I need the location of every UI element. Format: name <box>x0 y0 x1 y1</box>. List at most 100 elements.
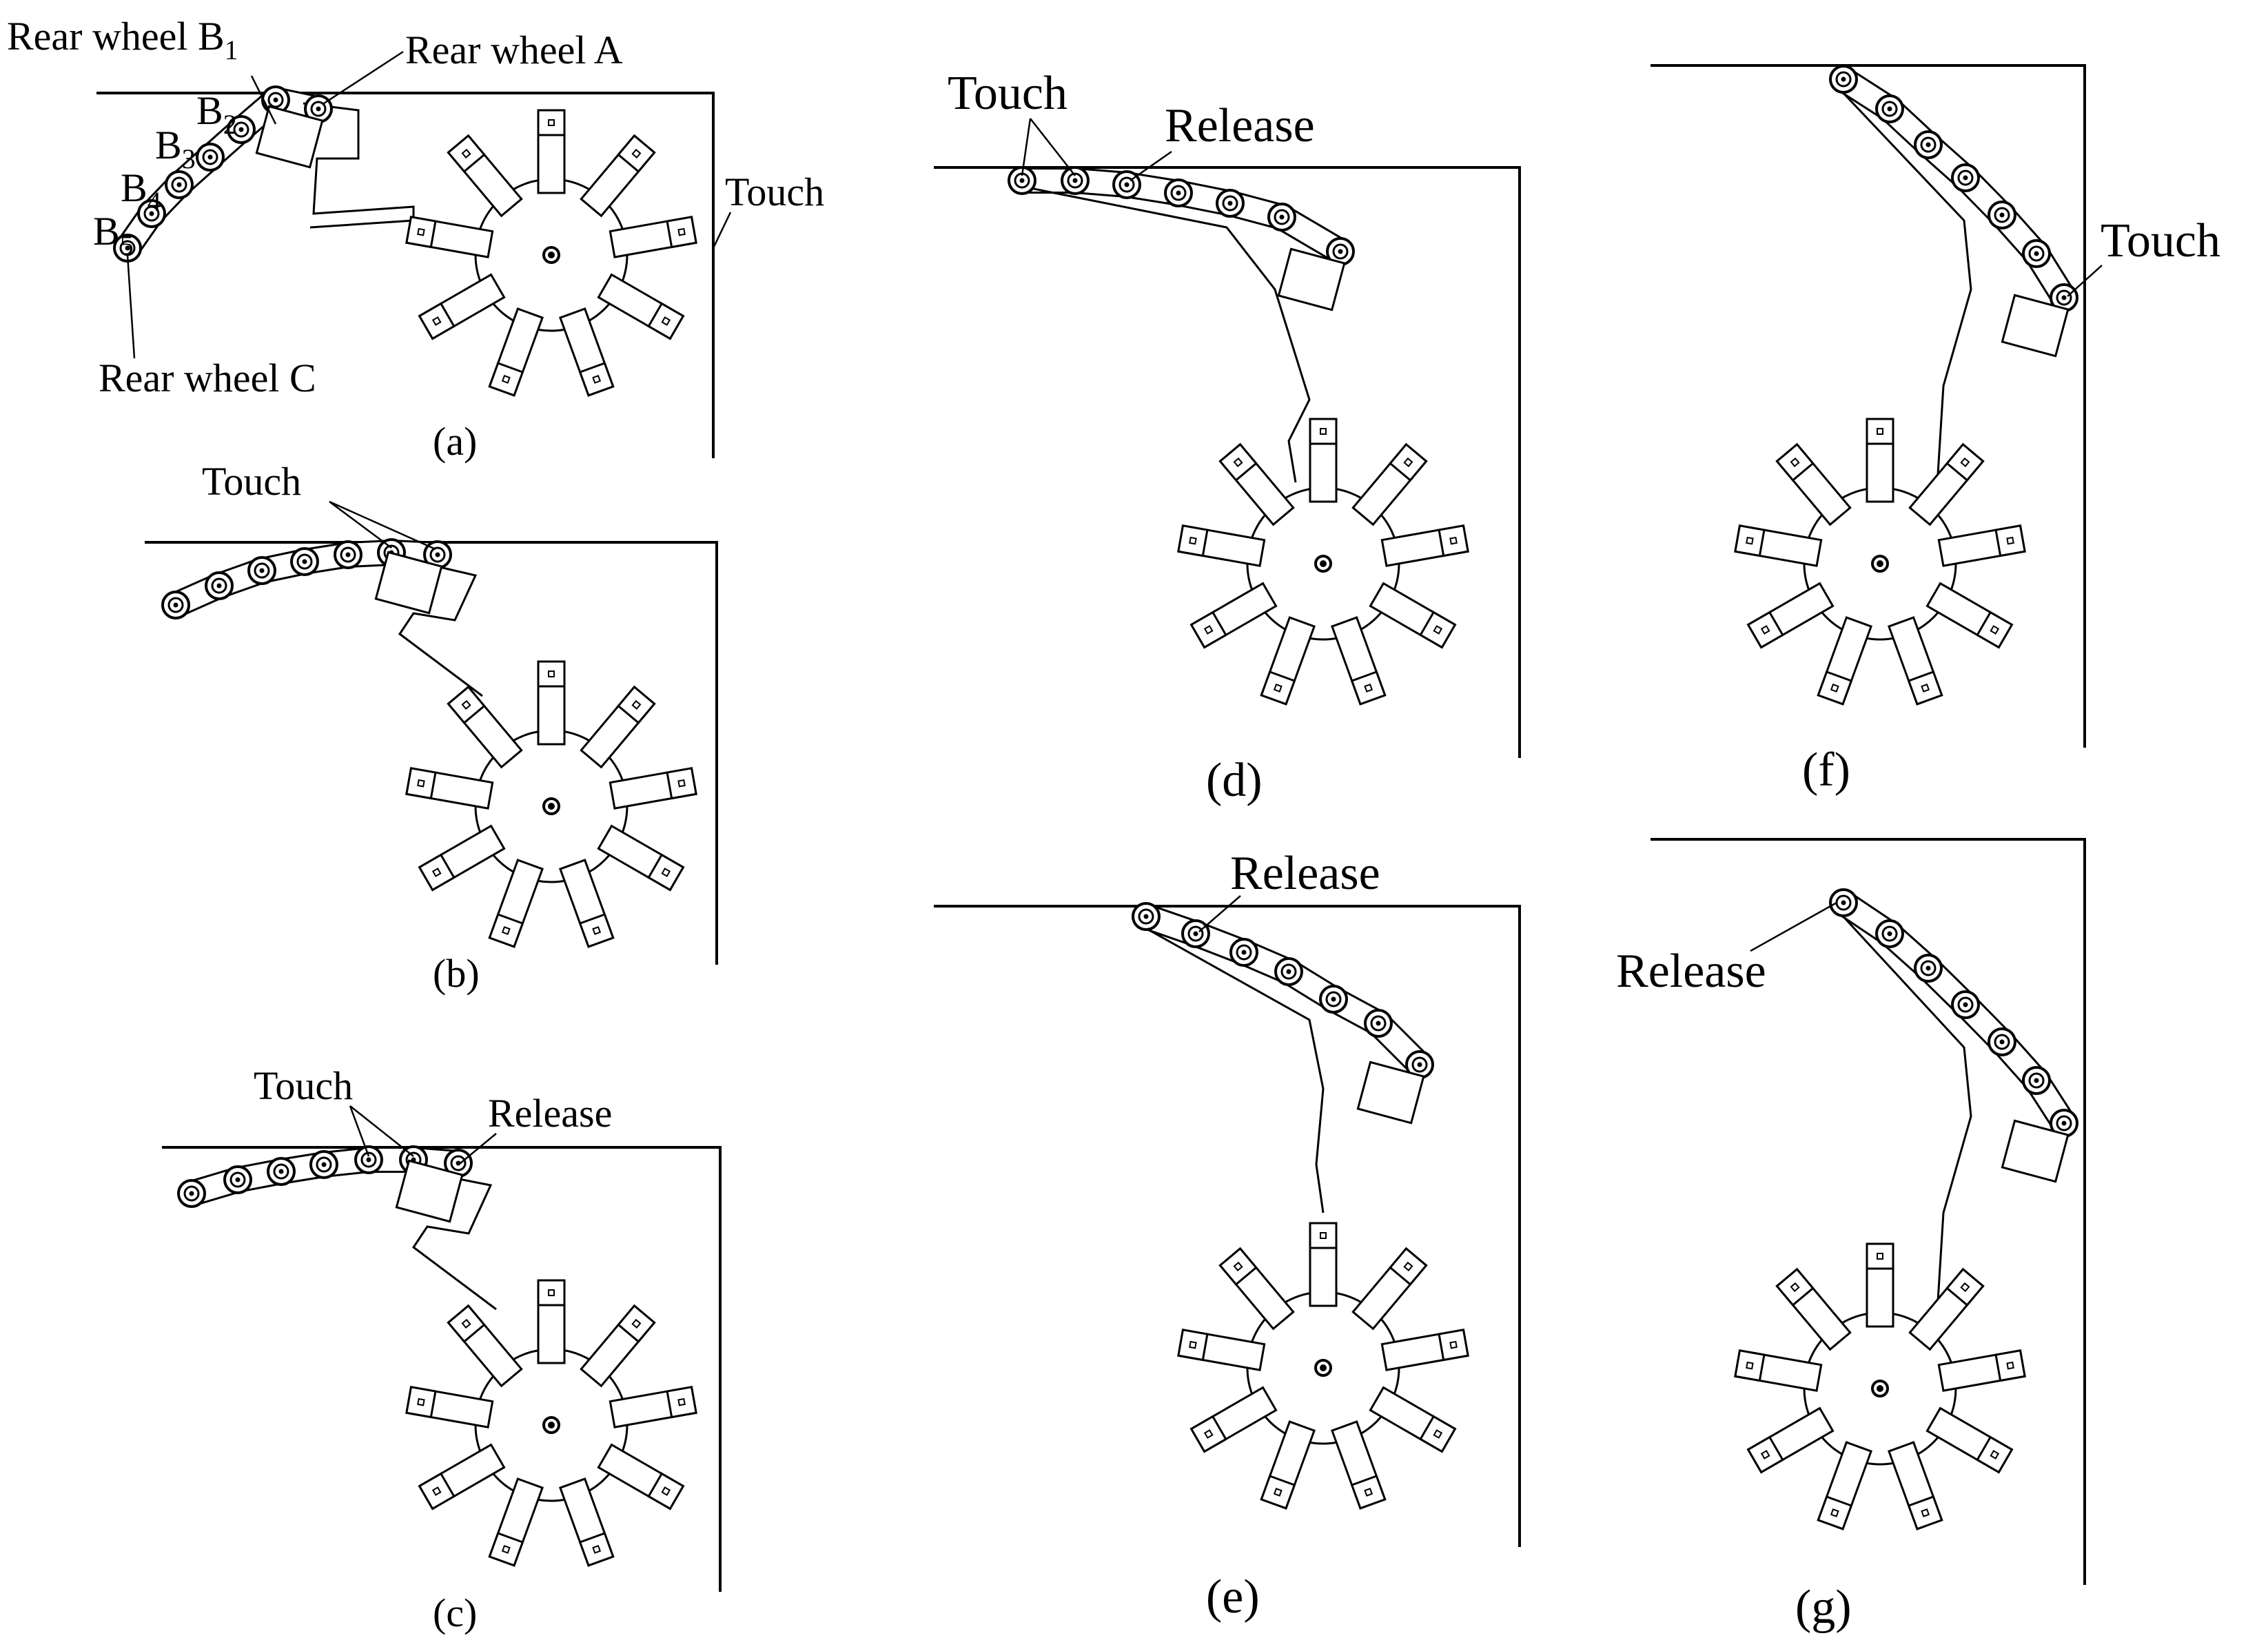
star-spoke <box>1888 1441 1943 1530</box>
star-spoke <box>1369 582 1457 649</box>
star-spoke <box>1309 418 1338 503</box>
spoke-bolt <box>1273 1488 1283 1497</box>
caption-c: (c) <box>433 1590 477 1635</box>
star-spoke <box>1925 1406 2014 1474</box>
wheel-hub <box>450 1155 467 1171</box>
star-spoke <box>447 685 523 769</box>
spoke-bolt <box>1790 457 1800 467</box>
label-rear-wheel-c: Rear wheel C <box>99 356 316 400</box>
spoke-bolt <box>1364 684 1373 693</box>
wheel-hub <box>273 1163 289 1180</box>
wheel-axle <box>176 182 182 187</box>
label-touch: Touch <box>2101 214 2220 267</box>
body-linkage <box>411 1170 497 1311</box>
star-axle-ring <box>542 246 560 264</box>
wheel-hub <box>1411 1056 1428 1073</box>
wheel-axle <box>1019 178 1025 183</box>
wheel-hub <box>1370 1015 1387 1032</box>
panel-d: Touch Release (d) <box>934 67 1521 807</box>
panel-c: Touch Release (c) <box>162 1063 722 1635</box>
spoke-bolt <box>417 779 425 788</box>
wall-corner <box>934 905 1521 1547</box>
star-spoke <box>559 307 615 397</box>
wheel-axle <box>1963 1002 1968 1007</box>
star-axle <box>1877 1385 1883 1392</box>
star-spoke <box>1218 442 1295 526</box>
leader-touch-1 <box>329 500 392 549</box>
wheel-hub <box>1881 101 1898 117</box>
spoke-bolt <box>677 779 686 788</box>
label-release: Release <box>488 1091 612 1136</box>
wheel-hub <box>1881 925 1898 942</box>
wall-corner <box>162 1146 722 1592</box>
star-spoke <box>1775 442 1852 526</box>
wheel-axle <box>1999 212 2005 218</box>
spoke-bolt <box>1746 1361 1754 1370</box>
wall-corner <box>1651 64 2086 748</box>
star-spoke <box>1746 1406 1835 1474</box>
spoke-bolt <box>661 868 671 877</box>
star-spoke <box>418 273 506 340</box>
leader-touch-2 <box>1030 118 1076 176</box>
leader-release <box>460 1133 497 1164</box>
star-spoke <box>580 134 656 218</box>
spoke-bolt <box>2006 1361 2014 1370</box>
spoke-bolt <box>631 699 642 710</box>
spoke-bolt <box>1990 1450 2000 1459</box>
spoke-bolt <box>1203 625 1214 635</box>
spoke-bolt <box>661 316 671 326</box>
spoke-bolt <box>592 375 602 384</box>
label-b2: B2 <box>196 88 237 140</box>
wheel-hub <box>1332 243 1349 260</box>
star-spoke <box>580 685 656 769</box>
wheel-hub <box>1236 944 1252 961</box>
spoke-bolt <box>677 227 686 236</box>
star-spoke <box>1369 1386 1457 1453</box>
wheel-hub <box>171 176 187 193</box>
star-spoke <box>405 767 494 810</box>
spoke-bolt <box>417 1397 425 1406</box>
star-spoke <box>1351 442 1428 526</box>
spoke-bolt <box>1203 1429 1214 1439</box>
spoke-bolt <box>2006 536 2014 545</box>
track-assembly <box>1132 902 1469 1510</box>
front-module-box <box>374 551 443 615</box>
wheel-axle <box>1338 249 1343 254</box>
front-module-box <box>1277 247 1346 311</box>
star-axle-ring <box>542 797 560 815</box>
caption-a: (a) <box>433 419 477 464</box>
leader-touch-2 <box>329 500 436 551</box>
star-spoke <box>1734 1349 1823 1392</box>
wheel-axle <box>1143 914 1149 919</box>
spoke-bolt <box>1877 428 1883 435</box>
wheel-axle <box>1227 201 1233 206</box>
label-touch: Touch <box>948 67 1067 120</box>
wheel-hub <box>143 205 160 222</box>
wheel-axle <box>2061 295 2067 300</box>
star-spoke <box>597 1443 685 1510</box>
star-spoke <box>418 1443 506 1510</box>
wheel-axle <box>216 583 222 588</box>
wheel-hub <box>202 149 218 165</box>
spoke-bolt <box>501 1545 511 1554</box>
wheel-hub <box>1994 207 2010 223</box>
wall-corner <box>934 166 1521 758</box>
wheel-hub <box>1920 960 1937 976</box>
star-spoke <box>1908 442 1985 526</box>
spoke-bolt <box>1449 536 1458 545</box>
wheel-axle <box>2034 1078 2039 1083</box>
star-spoke <box>609 1386 697 1428</box>
label-touch: Touch <box>725 170 824 214</box>
leader-release <box>1750 901 1837 952</box>
caption-f: (f) <box>1802 744 1850 797</box>
wheel-axle <box>321 1162 327 1167</box>
star-spoke <box>405 216 494 258</box>
leader-release <box>1130 150 1172 182</box>
spoke-bolt <box>1364 1488 1373 1497</box>
star-axle-ring <box>1871 555 1889 573</box>
spoke-bolt <box>501 926 511 935</box>
wheel-hub <box>2056 1115 2072 1131</box>
star-spoke <box>1866 418 1894 503</box>
wheel-axle <box>1963 175 1968 181</box>
